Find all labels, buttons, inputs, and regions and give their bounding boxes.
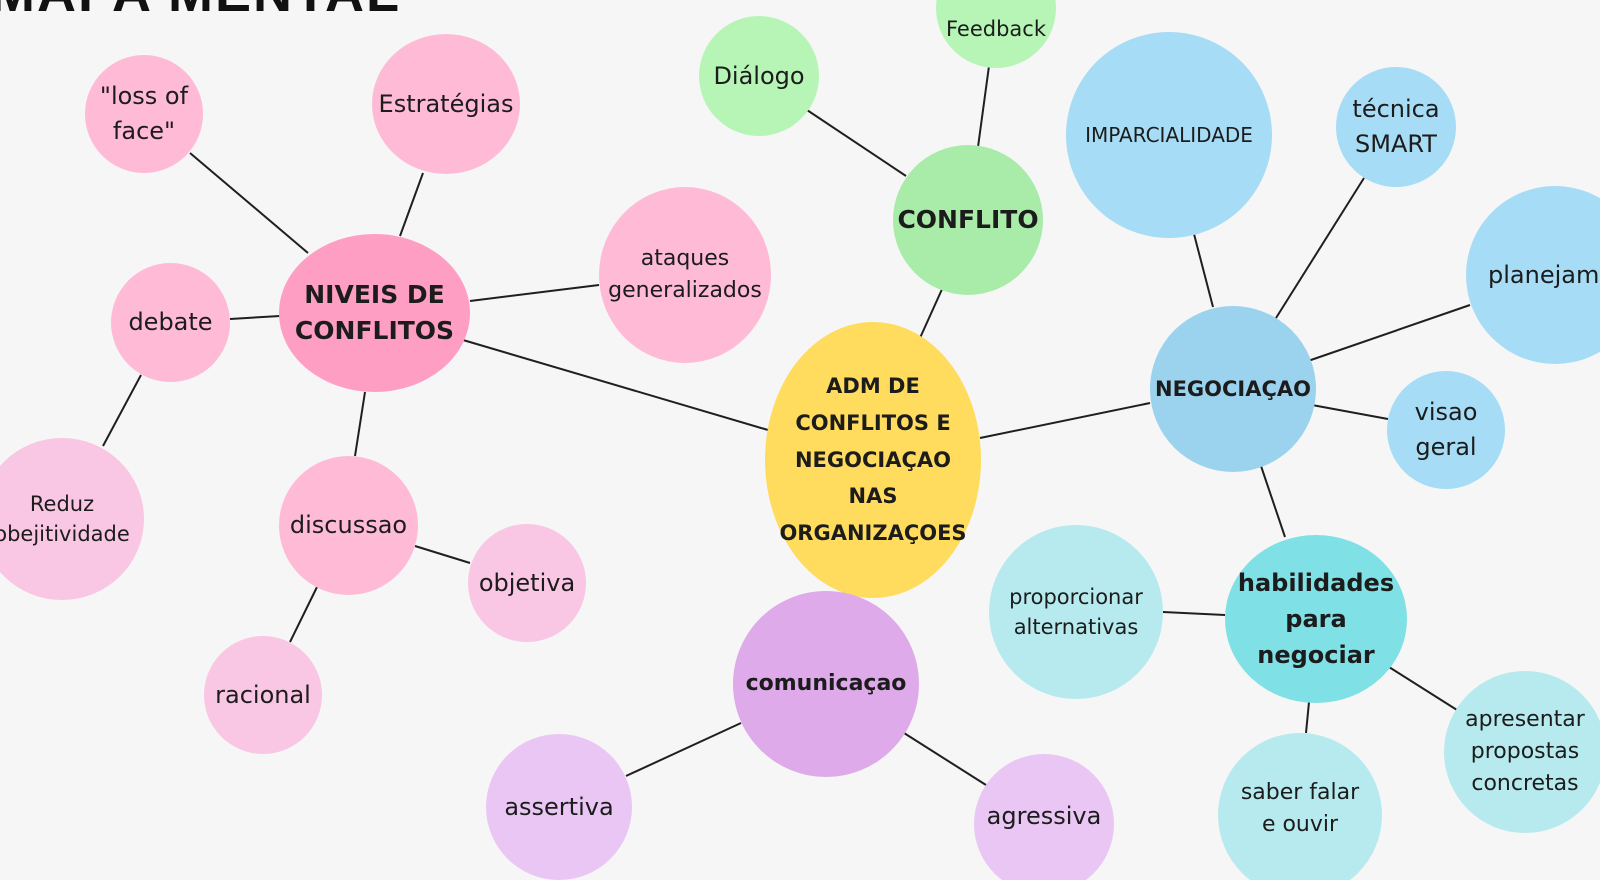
node-label: Feedback xyxy=(945,16,1046,41)
node-label: NIVEIS DE CONFLITOS xyxy=(294,279,455,345)
node-ataques-generalizados[interactable]: ataques generalizados xyxy=(599,187,771,363)
edge-debate-reduz xyxy=(102,374,142,447)
node-label: objetiva xyxy=(478,568,576,597)
node-label: ataques generalizados xyxy=(608,246,762,303)
node-tecnica-smart[interactable]: técnica SMART xyxy=(1336,67,1456,187)
node-label: assertiva xyxy=(504,792,614,821)
edge-negociacao-imparcialidade xyxy=(1193,233,1214,308)
edge-discussao-objetiva xyxy=(414,545,471,564)
edge-habilidades-proporcionar xyxy=(1162,611,1226,616)
edge-comunicacao-agressiva xyxy=(903,732,987,786)
node-label: proporcionar alternativas xyxy=(1009,584,1143,639)
node-comunicacao[interactable]: comunicaçao xyxy=(733,591,919,777)
node-negociacao[interactable]: NEGOCIAÇAO xyxy=(1150,306,1316,472)
node-agressiva[interactable]: agressiva xyxy=(974,754,1114,880)
node-saber-falar-e-ouvir[interactable]: saber falar e ouvir xyxy=(1218,733,1382,880)
node-label: IMPARCIALIDADE xyxy=(1085,122,1253,147)
node-label: CONFLITO xyxy=(897,204,1039,234)
node-label: ADM DE CONFLITOS E NEGOCIAÇAO NAS ORGANI… xyxy=(779,374,967,546)
node-label: racional xyxy=(215,680,311,709)
node-niveis-de-conflitos[interactable]: NIVEIS DE CONFLITOS xyxy=(279,234,470,392)
node-label: técnica SMART xyxy=(1352,95,1440,158)
edge-center-niveis xyxy=(462,339,769,431)
edge-niveis-discussao xyxy=(354,391,366,457)
node-label: saber falar e ouvir xyxy=(1240,780,1360,837)
node-debate[interactable]: debate xyxy=(111,263,230,382)
edge-conflito-feedback xyxy=(977,65,990,148)
node-center-topic[interactable]: ADM DE CONFLITOS E NEGOCIAÇAO NAS ORGANI… xyxy=(765,322,981,598)
node-label: "loss of face" xyxy=(99,82,189,145)
edge-discussao-racional xyxy=(289,586,318,643)
node-label: visao geral xyxy=(1414,398,1478,461)
node-apresentar-propostas[interactable]: apresentar propostas concretas xyxy=(1444,671,1600,833)
page-title: MAPA MENTAL xyxy=(0,0,401,24)
node-visao-geral[interactable]: visao geral xyxy=(1387,371,1505,489)
edge-niveis-debate xyxy=(229,315,281,320)
edge-center-conflito xyxy=(919,286,944,339)
edge-niveis-ataques xyxy=(469,284,600,302)
edge-habilidades-apresentar xyxy=(1388,666,1458,711)
node-objetiva[interactable]: objetiva xyxy=(468,524,586,642)
node-loss-of-face[interactable]: "loss of face" xyxy=(85,55,203,173)
edge-negociacao-visao xyxy=(1311,404,1389,420)
node-reduz-obejitividade[interactable]: Reduz obejitividade xyxy=(0,438,144,600)
node-planejamento[interactable]: planejamento xyxy=(1466,186,1600,364)
node-label: habilidades para negociar xyxy=(1237,569,1395,669)
edge-negociacao-smart xyxy=(1275,177,1365,319)
node-proporcionar-alternativas[interactable]: proporcionar alternativas xyxy=(989,525,1163,699)
edge-niveis-loss xyxy=(189,152,309,254)
node-label: agressiva xyxy=(986,801,1102,830)
node-dialogo[interactable]: Diálogo xyxy=(699,16,819,136)
edge-comunicacao-assertiva xyxy=(625,722,742,777)
node-label: apresentar propostas concretas xyxy=(1465,707,1585,796)
node-label: Diálogo xyxy=(713,61,805,90)
node-conflito[interactable]: CONFLITO xyxy=(893,145,1043,295)
node-estrategias[interactable]: Estratégias xyxy=(372,34,520,174)
node-habilidades-para-negociar[interactable]: habilidades para negociar xyxy=(1225,535,1407,703)
node-label: Reduz obejitividade xyxy=(0,491,130,546)
node-racional[interactable]: racional xyxy=(204,636,322,754)
node-label: planejamento xyxy=(1488,260,1600,289)
node-imparcialidade[interactable]: IMPARCIALIDADE xyxy=(1066,32,1272,238)
node-label: debate xyxy=(128,308,213,337)
node-label: Estratégias xyxy=(378,89,514,118)
edge-negociacao-habilidades xyxy=(1260,465,1286,538)
edge-habilidades-saber xyxy=(1305,701,1310,734)
node-assertiva[interactable]: assertiva xyxy=(486,734,632,880)
node-label: NEGOCIAÇAO xyxy=(1155,376,1312,401)
edge-center-negociacao xyxy=(979,402,1151,439)
node-label: comunicaçao xyxy=(745,671,907,697)
edge-conflito-dialogo xyxy=(806,109,907,177)
edge-niveis-estrategias xyxy=(399,172,424,237)
edge-negociacao-planejamento xyxy=(1307,304,1471,362)
node-label: discussao xyxy=(289,511,408,540)
node-discussao[interactable]: discussao xyxy=(279,456,418,595)
